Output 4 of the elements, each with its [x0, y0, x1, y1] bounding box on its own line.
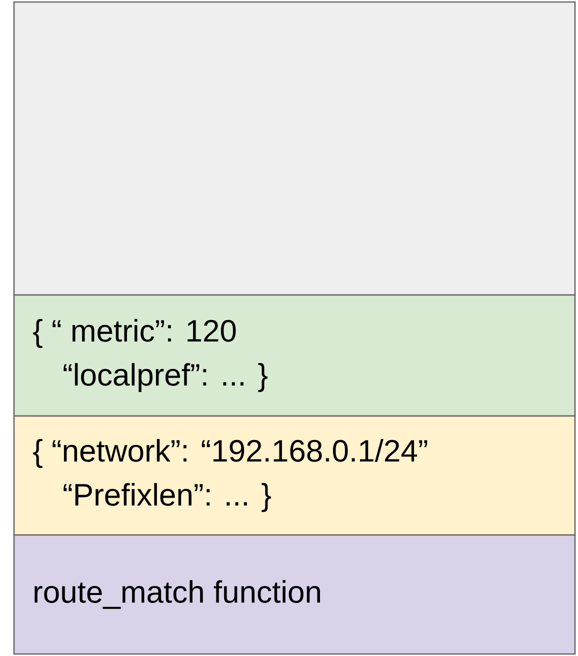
text-band: route_match function	[13, 534, 576, 655]
text-band: { “ metric”: 120 “localpref”: ... }	[13, 294, 576, 417]
text-band: { “network”: “192.168.0.1/24” “Prefixlen”: ... }	[13, 415, 576, 536]
empty-panel	[13, 1, 576, 296]
